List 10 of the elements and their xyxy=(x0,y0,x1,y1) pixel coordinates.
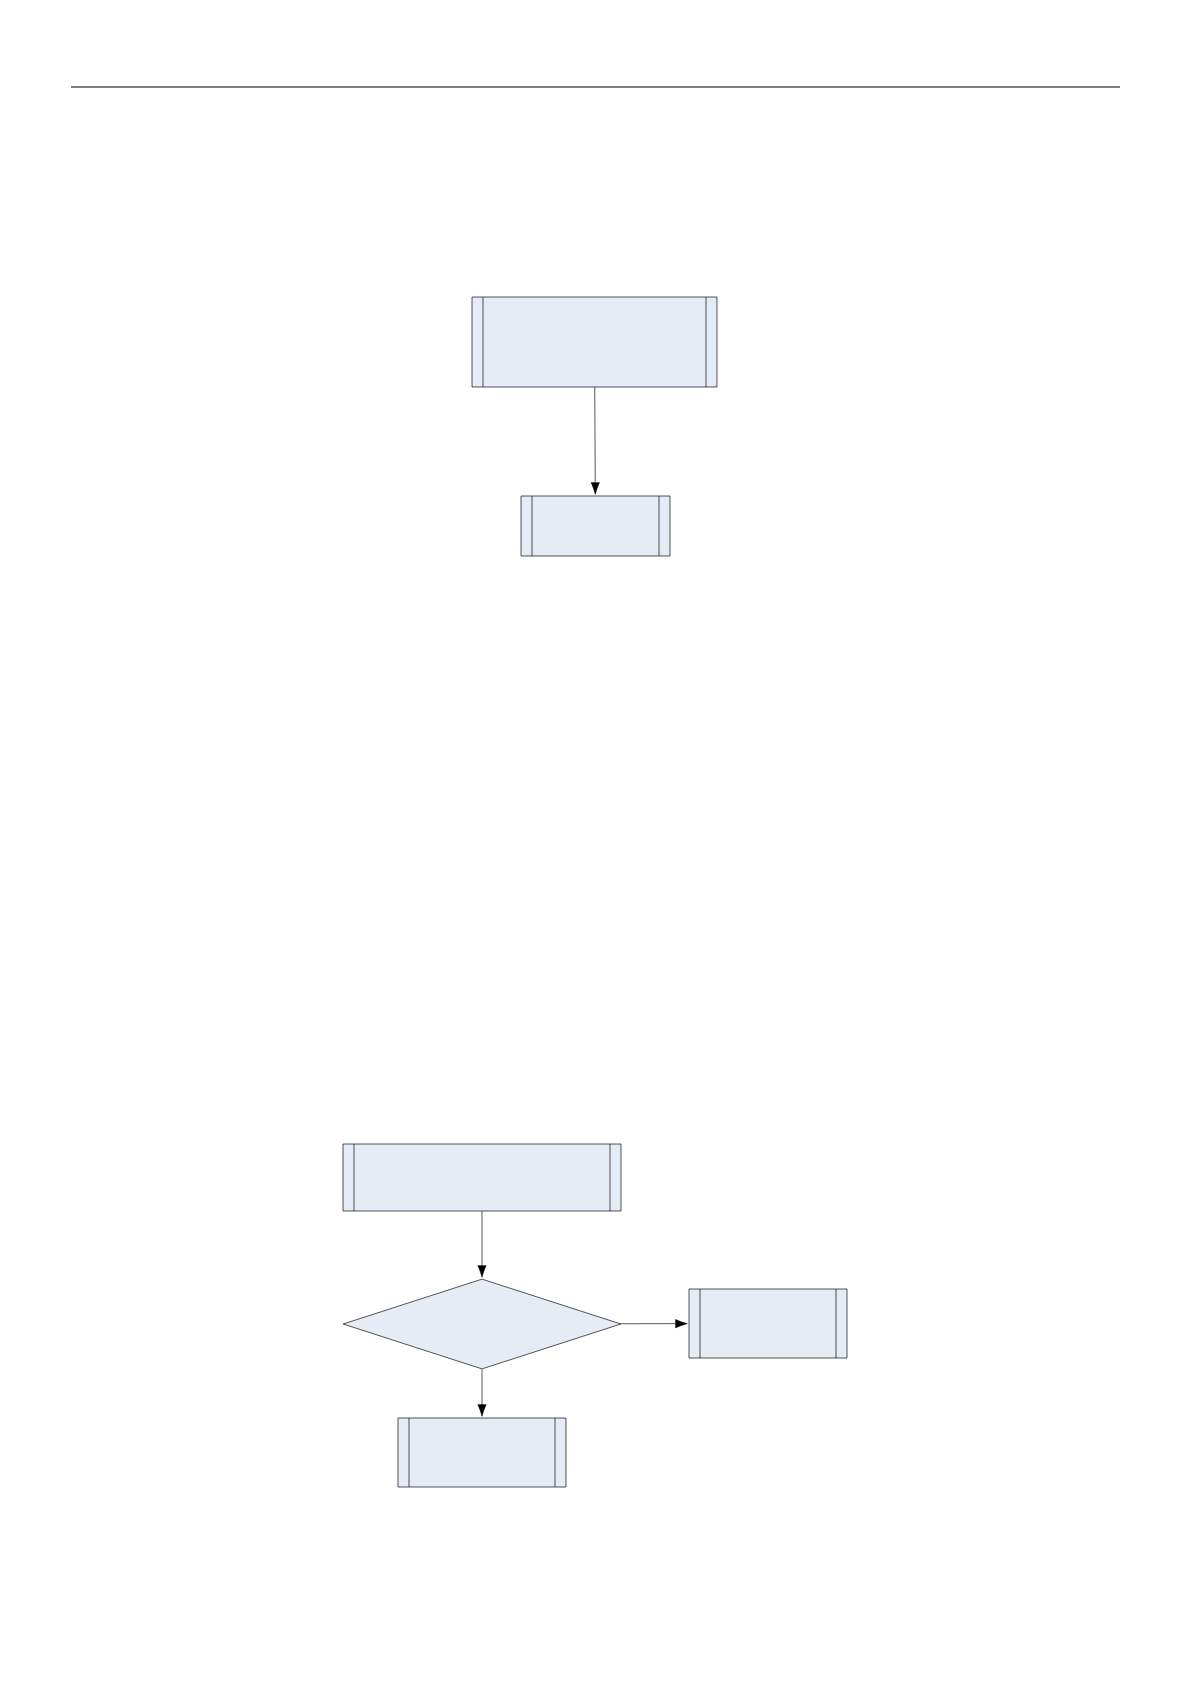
process-box xyxy=(688,1288,848,1359)
arrow xyxy=(477,1211,487,1278)
arrow xyxy=(477,1369,487,1417)
process-box xyxy=(342,1143,622,1212)
arrow xyxy=(590,387,600,495)
process-box xyxy=(520,495,671,557)
process-box xyxy=(471,296,718,388)
process-box xyxy=(397,1417,567,1488)
decision-diamond xyxy=(342,1278,622,1370)
arrow xyxy=(620,1319,688,1329)
